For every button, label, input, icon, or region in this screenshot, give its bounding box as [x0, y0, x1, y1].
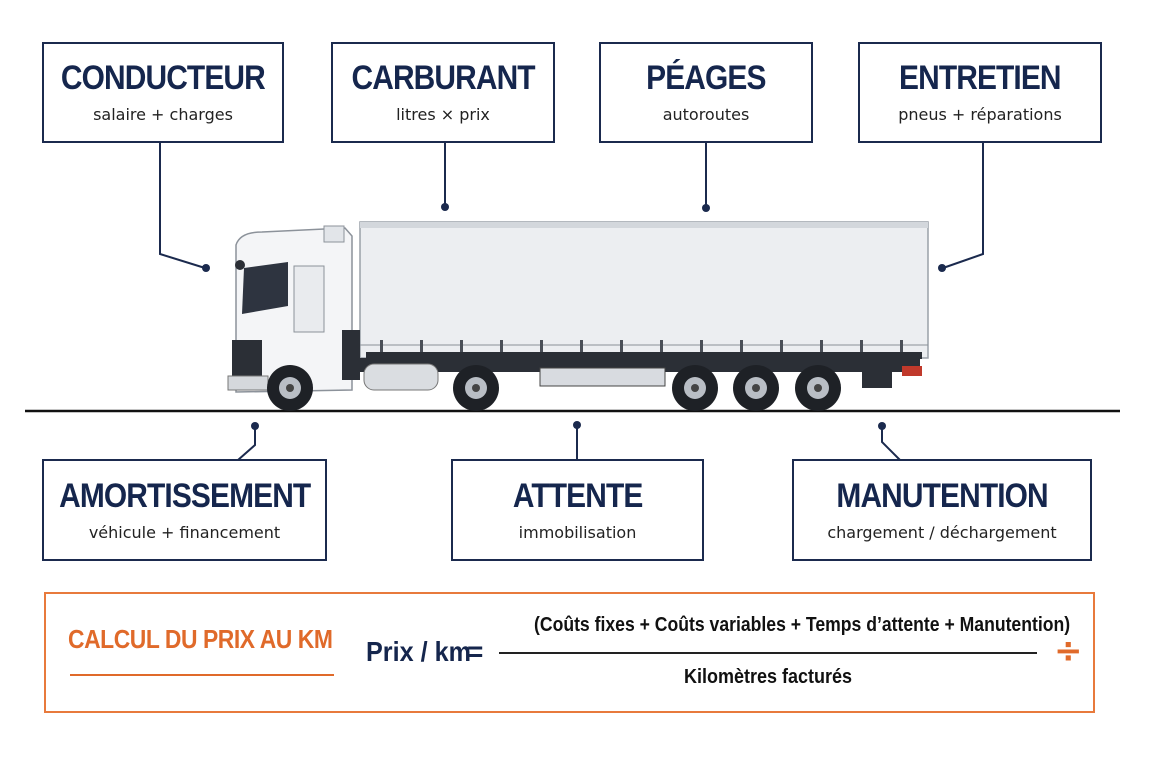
- box-conducteur: CONDUCTEUR salaire + charges: [42, 42, 284, 143]
- formula-lhs: Prix / km: [366, 636, 472, 667]
- dot-entretien: [938, 264, 946, 272]
- box-subtitle: salaire + charges: [93, 105, 233, 124]
- dot-carburant: [441, 203, 449, 211]
- box-subtitle: chargement / déchargement: [827, 522, 1057, 542]
- box-subtitle: litres × prix: [396, 105, 490, 124]
- formula-numerator: (Coûts fixes + Coûts variables + Temps d…: [534, 614, 1071, 636]
- fraction-bar: [499, 652, 1037, 654]
- connector-entretien: [942, 143, 984, 269]
- connector-conducteur: [159, 143, 206, 269]
- dot-amortissement: [251, 422, 259, 430]
- box-subtitle: autoroutes: [662, 105, 750, 124]
- box-subtitle: véhicule + financement: [88, 522, 281, 542]
- dot-peages: [702, 204, 710, 212]
- box-title: AMORTISSEMENT: [58, 476, 311, 515]
- connector-amortissement: [237, 426, 256, 461]
- box-manutention: MANUTENTION chargement / déchargement: [792, 459, 1092, 561]
- box-title: CONDUCTEUR: [61, 59, 266, 97]
- connector-manutention: [881, 426, 901, 461]
- dot-manutention: [878, 422, 886, 430]
- formula-denominator: Kilomètres facturés: [683, 666, 853, 688]
- dot-attente: [573, 421, 581, 429]
- box-title: MANUTENTION: [836, 476, 1048, 515]
- box-amortissement: AMORTISSEMENT véhicule + financement: [42, 459, 327, 561]
- box-attente: ATTENTE immobilisation: [451, 459, 704, 561]
- box-entretien: ENTRETIEN pneus + réparations: [858, 42, 1102, 143]
- formula-equals: =: [467, 636, 484, 667]
- formula-title: CALCUL DU PRIX AU KM: [68, 624, 333, 654]
- box-subtitle: immobilisation: [518, 522, 637, 542]
- box-title: PÉAGES: [646, 59, 766, 97]
- box-title: ENTRETIEN: [899, 59, 1062, 97]
- box-carburant: CARBURANT litres × prix: [331, 42, 555, 143]
- formula-title-underline: [70, 674, 334, 676]
- dot-conducteur: [202, 264, 210, 272]
- box-peages: PÉAGES autoroutes: [599, 42, 813, 143]
- box-title: CARBURANT: [351, 59, 535, 97]
- box-subtitle: pneus + réparations: [898, 105, 1062, 124]
- box-title: ATTENTE: [512, 476, 643, 515]
- truck-illustration: [227, 221, 929, 411]
- divide-icon: ÷: [1054, 631, 1083, 671]
- formula-panel: CALCUL DU PRIX AU KM Prix / km = (Coûts …: [44, 592, 1095, 713]
